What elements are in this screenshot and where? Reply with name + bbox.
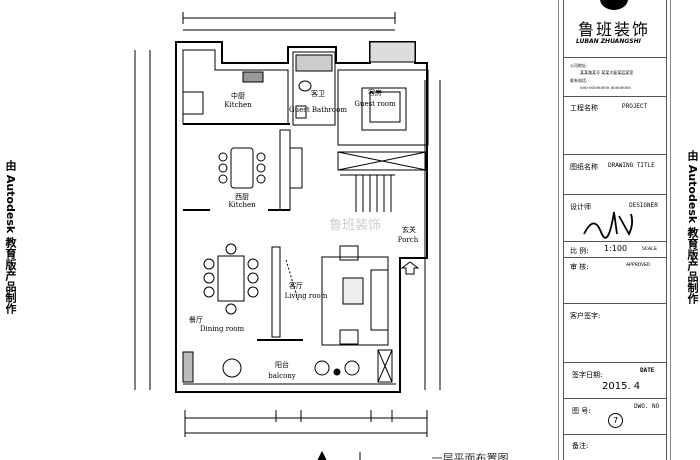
room-label-en: Dining room [200, 325, 245, 333]
border-line [670, 0, 671, 460]
drawing-caption: 一层平面布置图 [432, 452, 509, 460]
wardrobe [337, 151, 427, 171]
bathtub [295, 54, 333, 72]
room-label-cn: 客卫 [311, 89, 325, 98]
designer-label: 设计师 [570, 203, 591, 211]
client-section: 客户签字: [564, 305, 666, 363]
client-signature-label: 客户签字: [570, 312, 601, 320]
lounge-chair [222, 358, 242, 378]
armchair [339, 245, 359, 261]
room-label-cn: 客厅 [289, 281, 303, 290]
company-logo-icon [600, 0, 628, 10]
room-label-en: Living room [285, 292, 328, 300]
drawing-title-section: 图纸名称 DRAWING TITLE [564, 156, 666, 195]
phone-label: 联系电话: [570, 78, 588, 83]
cabinet [279, 129, 291, 211]
planter [369, 41, 416, 63]
sink [295, 105, 307, 119]
dwg-no-label: 图 号: [572, 407, 591, 415]
room-label-cn: 客房 [368, 88, 382, 97]
watermark-side-left: 由 Autodesk 教育版产品制作 [4, 160, 17, 315]
date-value: 2015. 4 [602, 381, 641, 392]
kitchen-table [230, 147, 254, 189]
planter [182, 351, 194, 383]
date-label-en: DATE [640, 367, 655, 374]
room-label-cn: 餐厅 [189, 315, 203, 324]
designer-label-en: DESIGNER [629, 202, 658, 209]
room-label-cn: 中厨 [231, 91, 245, 100]
bed [361, 87, 407, 131]
approved-label: 审 核: [570, 263, 589, 271]
armchair [339, 329, 359, 345]
scale-section: 比 例: 1:100 SCALE [564, 243, 666, 258]
floor-plan: 中厨 Kitchen 客卫 Guest Bathroom 客房 Guest ro… [134, 12, 509, 460]
kitchen-chairs [218, 152, 266, 184]
room-label-en: Guest room [354, 100, 396, 108]
approved-section: 审 核: APPROVED [564, 259, 666, 304]
sofa [370, 269, 389, 331]
hood [242, 71, 264, 83]
room-label-cn: 阳台 [275, 360, 289, 369]
designer-signature [583, 211, 634, 239]
counter [289, 147, 303, 189]
scale-value: 1:100 [604, 244, 628, 253]
room-label-en: Kitchen [228, 201, 256, 209]
room-label-en: Kitchen [224, 101, 252, 109]
dwg-no-label-en: DWG. NO [634, 403, 660, 410]
storage-cabinet [377, 349, 393, 383]
dwg-no-section: 图 号: DWG. NO 7 [564, 400, 666, 435]
watermark-side-right: 由 Autodesk 教育版产品制作 [686, 150, 699, 305]
project-section: 工程名称 PROJECT [564, 98, 666, 155]
watermark-logo-text: 鲁班装饰 [329, 218, 381, 233]
notes-section: 备注: [564, 436, 666, 460]
scale-label: 比 例: [570, 247, 589, 255]
balcony-chair [314, 360, 330, 376]
notes-label: 备注: [572, 442, 589, 450]
room-label-en: balcony [268, 372, 296, 380]
balcony-chair [344, 360, 360, 376]
contact-section: 公司地址: 某某路某号 某某大厦某层某室 联系电话: 000-00000000 … [564, 59, 666, 97]
approved-label-en: APPROVED [626, 262, 651, 268]
title-block: 鲁班装饰 LUBAN ZHUANGSHI 公司地址: 某某路某号 某某大厦某层某… [563, 0, 667, 460]
address-label: 公司地址: [570, 63, 588, 68]
project-label-en: PROJECT [622, 103, 648, 110]
dwg-no-value: 7 [608, 413, 623, 428]
company-name-en: LUBAN ZHUANGSHI [576, 38, 641, 45]
date-label: 签字日期: [572, 371, 603, 379]
dining-table [217, 255, 245, 302]
drawing-title-label-en: DRAWING TITLE [608, 162, 655, 169]
phone-text: 000-00000000 00000000 [580, 85, 631, 90]
partition-wall [271, 246, 281, 338]
logo-section: 鲁班装饰 LUBAN ZHUANGSHI [564, 0, 666, 58]
room-label-cn: 西厨 [235, 193, 249, 201]
staircase [340, 174, 395, 212]
drawing-title-label: 图纸名称 [570, 163, 598, 171]
toilet [298, 80, 312, 92]
date-section: 签字日期: DATE 2015. 4 [564, 364, 666, 399]
designer-section: 设计师 DESIGNER [564, 196, 666, 242]
scale-label-en: SCALE [642, 246, 658, 252]
room-label-cn: 玄关 [402, 225, 416, 234]
coffee-table [342, 277, 364, 305]
border-line [558, 0, 559, 460]
entrance-arrow [400, 261, 420, 275]
stove [182, 91, 204, 115]
room-label-en: Porch [398, 236, 419, 244]
dining-chairs [203, 243, 259, 315]
room-label-en: Guest Bathroom [289, 106, 347, 114]
company-name-cn: 鲁班装饰 [578, 20, 651, 39]
project-label: 工程名称 [570, 104, 598, 112]
address-text: 某某路某号 某某大厦某层某室 [580, 70, 634, 75]
